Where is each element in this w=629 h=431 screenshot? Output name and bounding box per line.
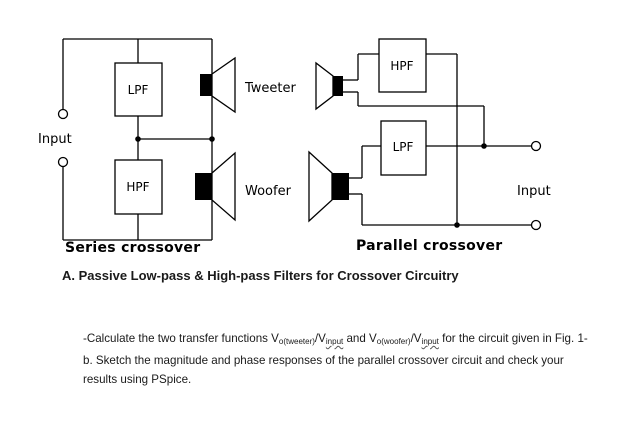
- parallel-input-terminal-bottom: [530, 219, 542, 231]
- woofer-label: Woofer: [245, 184, 292, 199]
- series-junction-dot: [209, 136, 215, 142]
- series-hpf-box: [114, 159, 163, 215]
- parallel-woofer-speaker-icon: [308, 150, 349, 223]
- series-input-terminal-top: [57, 108, 69, 120]
- parallel-tweeter-speaker-icon: [315, 61, 343, 111]
- parallel-input-label: Input: [517, 184, 551, 199]
- parallel-input-terminal-top: [530, 140, 542, 152]
- series-input-terminal-bottom: [57, 156, 69, 168]
- parallel-hpf-label: HPF: [390, 59, 413, 73]
- series-tweeter-speaker-icon: [200, 56, 236, 114]
- tweeter-label: Tweeter: [244, 81, 297, 96]
- parallel-lpf-box: [380, 120, 427, 176]
- section-heading: A. Passive Low-pass & High-pass Filters …: [62, 268, 459, 283]
- problem-statement: -Calculate the two transfer functions Vo…: [83, 332, 588, 386]
- series-junction-dot: [135, 136, 141, 142]
- parallel-crossover-caption: Parallel crossover: [356, 238, 502, 254]
- series-lpf-label: LPF: [128, 83, 149, 97]
- parallel-lpf-label: LPF: [393, 140, 414, 154]
- series-hpf-label: HPF: [126, 180, 149, 194]
- parallel-junction-dot: [454, 222, 460, 228]
- crossover-diagram: LPF HPF Tweeter Woofer Input Series cros…: [38, 38, 551, 256]
- parallel-hpf-box: [378, 38, 427, 93]
- series-lpf-box: [114, 62, 163, 117]
- parallel-junction-dot: [481, 143, 487, 149]
- parallel-crossover-circuit: [343, 53, 531, 226]
- series-input-label: Input: [38, 132, 72, 147]
- series-woofer-speaker-icon: [195, 151, 236, 222]
- series-crossover-caption: Series crossover: [65, 240, 200, 256]
